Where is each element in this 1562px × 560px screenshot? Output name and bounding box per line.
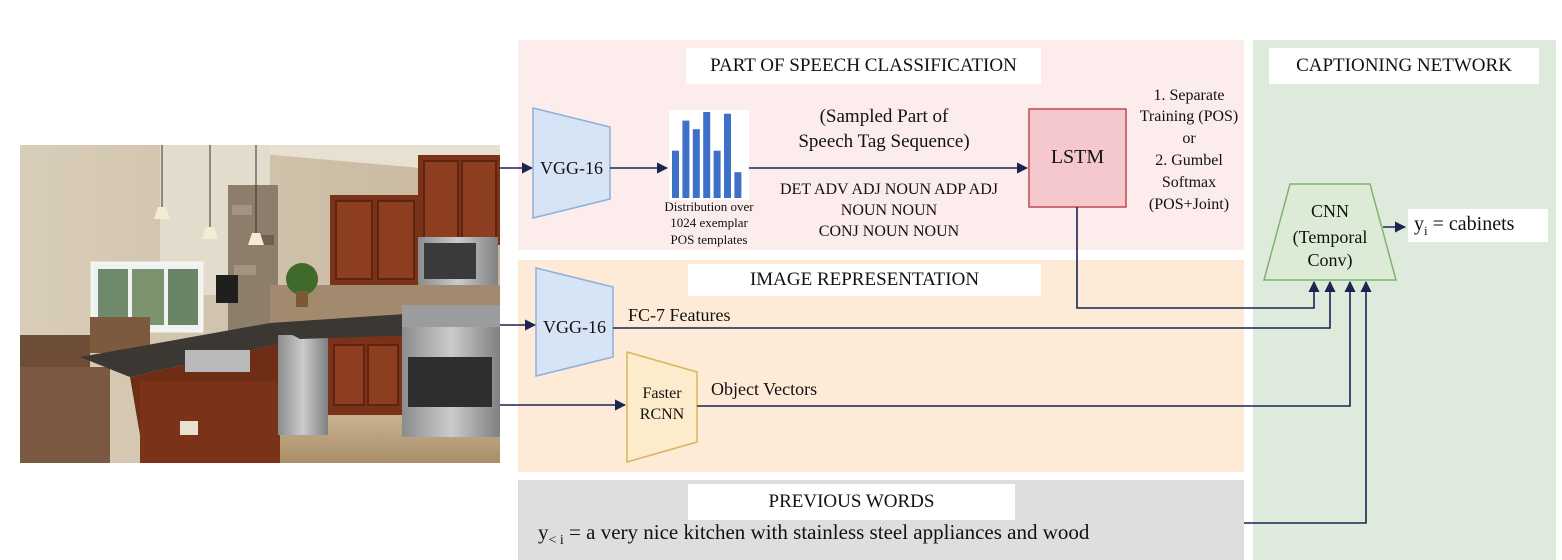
training-note-line1: 1. Separate	[1153, 87, 1225, 104]
kitchen-photo	[20, 145, 500, 463]
output-label: yi = cabinets	[1414, 213, 1514, 239]
previous-subscript: < i	[548, 533, 564, 549]
vgg-top-label: VGG-16	[540, 158, 603, 178]
training-note-line3: or	[1182, 130, 1196, 147]
object-vectors-label: Object Vectors	[711, 379, 818, 399]
prev-header: PREVIOUS WORDS	[688, 484, 1015, 520]
dist-caption-line1: Distribution over	[664, 199, 754, 214]
captioning-network-region	[1253, 40, 1556, 560]
dist-caption-line2: 1024 exemplar	[670, 215, 748, 230]
cap-header: CAPTIONING NETWORK	[1269, 48, 1539, 84]
pos-header: PART OF SPEECH CLASSIFICATION	[686, 48, 1041, 84]
sampled-caption-line1: (Sampled Part of	[819, 106, 949, 127]
tag-sequence-line3: CONJ NOUN NOUN	[818, 223, 960, 240]
previous-y: y	[538, 520, 549, 544]
output-subscript: i	[1424, 223, 1428, 238]
image-header: IMAGE REPRESENTATION	[688, 264, 1041, 296]
cnn-label-line3: Conv)	[1307, 250, 1353, 270]
sampled-caption-line2: Speech Tag Sequence)	[798, 131, 970, 152]
rcnn-label-line2: RCNN	[639, 406, 685, 423]
fc7-label: FC-7 Features	[628, 305, 731, 325]
tag-sequence-line2: NOUN NOUN	[840, 202, 938, 219]
training-note-line2: Training (POS)	[1139, 108, 1239, 125]
training-note-line6: (POS+Joint)	[1148, 196, 1230, 213]
previous-words-text: y< i = a very nice kitchen with stainles…	[538, 520, 1089, 549]
tag-sequence-line1: DET ADV ADJ NOUN ADP ADJ	[780, 181, 998, 198]
previous-sentence: = a very nice kitchen with stainless ste…	[563, 520, 1090, 544]
lstm-label: LSTM	[1050, 146, 1105, 168]
training-note-line4: 2. Gumbel	[1155, 152, 1223, 169]
dist-caption-line3: POS templates	[670, 232, 748, 247]
cnn-label-line1: CNN	[1310, 201, 1349, 221]
output-y: y	[1414, 213, 1424, 235]
output-word: = cabinets	[1427, 213, 1515, 235]
training-note-line5: Softmax	[1161, 174, 1217, 191]
cnn-label-line2: (Temporal	[1292, 227, 1368, 247]
vgg-mid-label: VGG-16	[543, 317, 606, 337]
rcnn-label-line1: Faster	[642, 385, 682, 402]
